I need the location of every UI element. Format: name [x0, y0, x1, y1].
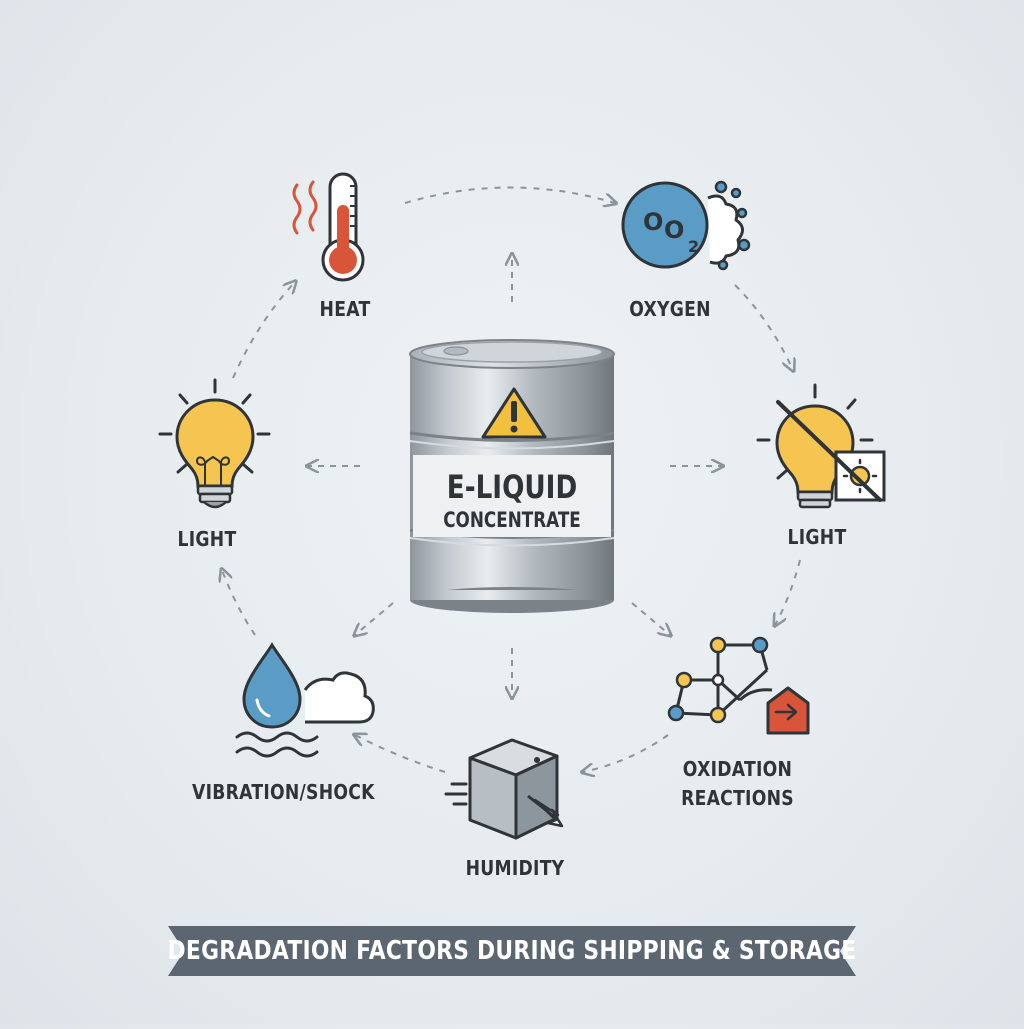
arrow-light-to-heat [232, 282, 295, 379]
label-oxidation-line1: OXIDATION [682, 757, 793, 781]
label-vibration-shock: VIBRATION/SHOCK [192, 780, 375, 804]
drum-title: E-LIQUID [446, 468, 578, 506]
radial-arrows [308, 255, 722, 697]
arrow-light-to-oxidation [775, 559, 801, 625]
label-oxidation-line2: REACTIONS [681, 786, 794, 810]
arrow-oxidation-to-humidity [583, 734, 669, 772]
arrow-drum-downright [631, 602, 670, 635]
arrow-vibration-to-light [222, 570, 256, 636]
warning-triangle-icon [481, 387, 547, 439]
oxygen-molecule-icon: O O 2 [621, 180, 751, 271]
drum-label-band [413, 455, 611, 537]
molecule-network-icon [667, 636, 810, 735]
water-drop-cloud-icon [235, 642, 375, 758]
arrow-oxygen-to-light [734, 284, 793, 370]
lightbulb-blocked-icon [756, 383, 886, 509]
moving-box-icon [444, 738, 564, 840]
label-heat: HEAT [319, 297, 371, 321]
label-light-left: LIGHT [177, 527, 237, 551]
title-banner [168, 926, 856, 976]
lightbulb-icon [158, 378, 271, 509]
ring-arrows [222, 186, 801, 773]
banner-title: DEGRADATION FACTORS DURING SHIPPING & ST… [167, 936, 857, 966]
oxygen-o1: O [643, 208, 663, 236]
oxygen-o2: O [664, 216, 684, 244]
e-liquid-drum [409, 339, 615, 613]
arrow-drum-downleft [355, 602, 394, 635]
label-light-right: LIGHT [787, 525, 847, 549]
arrow-heat-to-oxygen [404, 186, 615, 204]
thermometer-icon [292, 172, 365, 282]
oxygen-subscript: 2 [688, 237, 699, 256]
label-oxygen: OXYGEN [629, 297, 711, 321]
drum-subtitle: CONCENTRATE [443, 508, 581, 532]
label-humidity: HUMIDITY [465, 856, 565, 880]
arrow-humidity-to-vibration [355, 735, 446, 773]
